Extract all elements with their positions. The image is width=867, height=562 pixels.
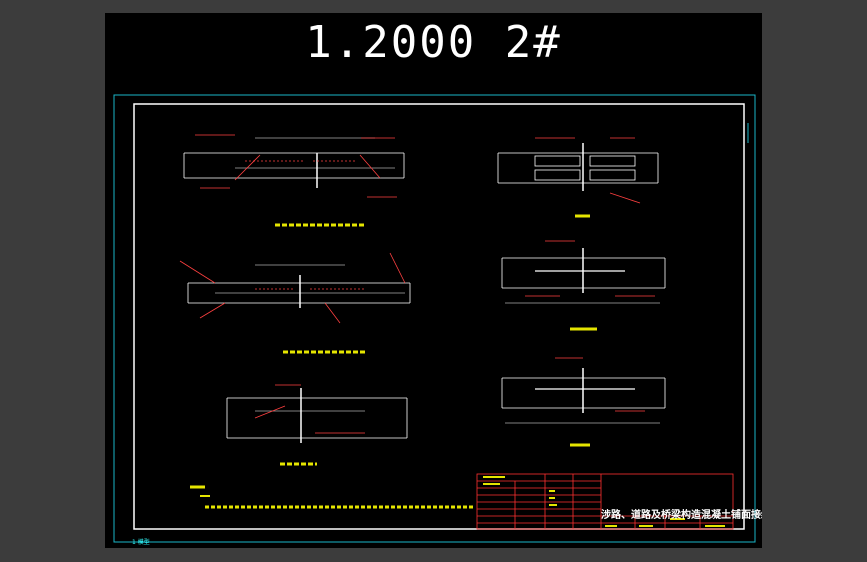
detail-5	[501, 240, 666, 331]
detail-2	[179, 252, 411, 354]
drawing-title: 涉路、道路及桥梁构造混凝土铺面接缝构造(一)	[601, 510, 762, 521]
drawing-canvas	[113, 94, 756, 543]
title-block	[476, 473, 734, 530]
inner-border	[133, 103, 745, 530]
model-tab[interactable]: 1 模型	[132, 539, 150, 546]
sheet-title: 1.2000 2#	[305, 17, 562, 68]
outer-border	[113, 94, 756, 543]
detail-3	[190, 384, 475, 509]
detail-4	[497, 137, 659, 218]
detail-6	[501, 357, 666, 447]
detail-1	[183, 134, 405, 227]
title-block-entries	[483, 476, 725, 527]
cad-viewport[interactable]: 1.2000 2#	[105, 13, 762, 548]
